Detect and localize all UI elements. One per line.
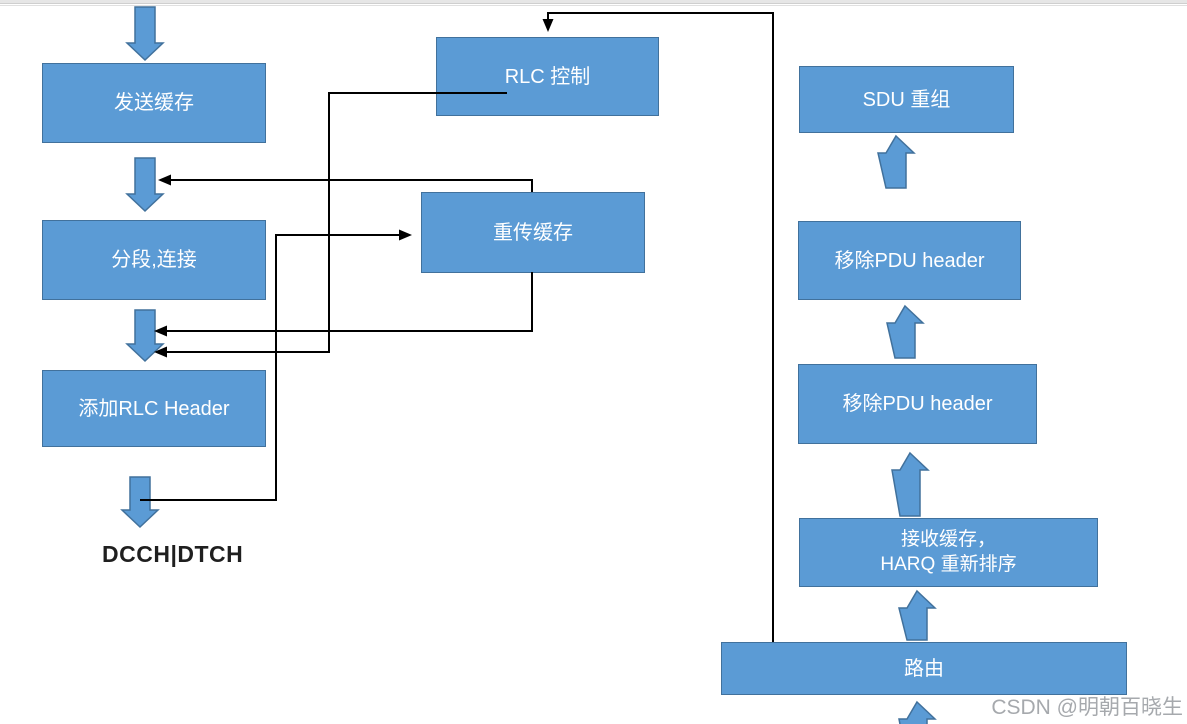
block-arrow-down-icon — [125, 309, 165, 363]
node-remove-pdu-header-top: 移除PDU header — [798, 221, 1021, 300]
block-arrow-up-icon — [898, 589, 937, 641]
top-divider-hairline — [0, 5, 1187, 6]
node-rx-buffer-line2: HARQ 重新排序 — [880, 553, 1017, 575]
node-send-buffer: 发送缓存 — [42, 63, 266, 143]
block-arrow-up-icon — [877, 134, 916, 189]
node-add-rlc-header: 添加RLC Header — [42, 370, 266, 447]
node-rx-buffer-harq: 接收缓存， HARQ 重新排序 — [799, 518, 1098, 587]
block-arrow-up-icon — [886, 304, 925, 359]
csdn-watermark: CSDN @明朝百晓生 — [991, 696, 1183, 719]
top-divider-bar — [0, 0, 1187, 4]
block-arrow-up-icon — [891, 451, 930, 517]
block-arrow-down-icon — [120, 476, 160, 529]
node-retransmission-buffer: 重传缓存 — [421, 192, 645, 273]
block-arrow-up-icon — [898, 700, 937, 724]
node-rlc-control: RLC 控制 — [436, 37, 659, 116]
node-rx-buffer-line1: 接收缓存， — [900, 528, 996, 550]
connector-retx-to-segment-input — [158, 174, 533, 192]
node-segment-concat: 分段,连接 — [42, 220, 266, 300]
node-remove-pdu-header-bottom: 移除PDU header — [798, 364, 1037, 444]
node-route: 路由 — [721, 642, 1127, 695]
block-arrow-down-icon — [125, 157, 165, 213]
block-arrow-down-icon — [125, 6, 165, 62]
dcch-dtch-label: DCCH|DTCH — [102, 541, 244, 567]
node-sdu-reassembly: SDU 重组 — [799, 66, 1014, 133]
